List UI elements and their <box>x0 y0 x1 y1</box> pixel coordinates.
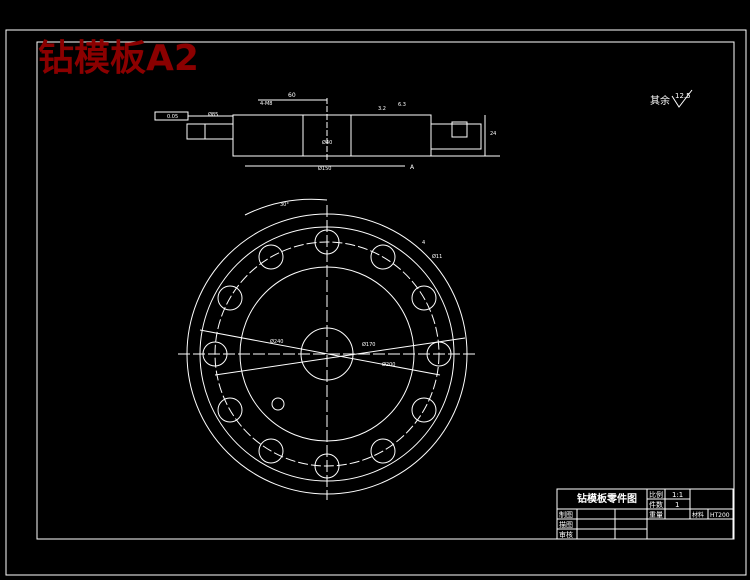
section-view: 60 4-M8 Ø85 Ø40 Ø150 3.2 6.3 A 0.05 24 <box>154 92 500 172</box>
scale-value: 1:1 <box>672 491 683 499</box>
bolt-hole <box>258 244 284 270</box>
bolt-hole <box>217 397 243 423</box>
datum-a: A <box>410 164 415 171</box>
weight-label: 重量 <box>649 511 663 519</box>
bolt-hole <box>411 397 437 423</box>
roughness-note-label: 其余 <box>650 94 670 107</box>
dim-4-m8: 4-M8 <box>260 101 272 107</box>
dim-24: 24 <box>490 131 496 137</box>
material-label: 材料 <box>692 511 704 519</box>
bolt-hole <box>411 285 437 311</box>
dim-4: 4 <box>422 240 425 246</box>
dim-150: Ø150 <box>318 165 331 172</box>
bolt-hole <box>314 453 340 479</box>
bolt-hole <box>258 438 284 464</box>
traced-label: 描图 <box>559 520 573 529</box>
roughness-3-2: 3.2 <box>378 106 386 112</box>
dim-30deg: 30° <box>280 202 289 208</box>
qty-label: 件数 <box>649 500 663 509</box>
roughness-6-3: 6.3 <box>398 102 406 108</box>
checked-label: 审核 <box>559 530 573 539</box>
bolt-hole <box>370 244 396 270</box>
bolt-hole <box>314 229 340 255</box>
dim-85: Ø85 <box>208 111 218 118</box>
watermark-title: 钻模板A2 <box>38 38 199 79</box>
roughness-note-value: 12.5 <box>675 92 691 100</box>
dim-40: Ø40 <box>322 139 332 146</box>
plan-view: 30° Ø240 Ø170 Ø200 4 Ø11 <box>178 198 478 500</box>
bolt-hole <box>217 285 243 311</box>
drawn-label: 制图 <box>559 510 573 519</box>
title-block: 钻模板零件图 比例 1:1 件数 1 重量 材料 HT200 制图 描图 审核 <box>556 488 734 540</box>
dim-240: Ø240 <box>270 338 283 345</box>
outer-frame <box>5 29 747 576</box>
dim-200: Ø200 <box>382 361 395 368</box>
material-value: HT200 <box>710 512 730 519</box>
qty-value: 1 <box>675 501 679 509</box>
tolerance-value: 0.05 <box>167 114 178 120</box>
dim-60: 60 <box>288 92 296 99</box>
bolt-hole <box>370 438 396 464</box>
scale-label: 比例 <box>649 490 663 499</box>
bolt-hole <box>202 341 228 367</box>
dim-11: Ø11 <box>432 253 442 260</box>
dim-170: Ø170 <box>362 341 375 348</box>
drawing-name: 钻模板零件图 <box>577 492 637 505</box>
inner-frame <box>36 41 735 540</box>
